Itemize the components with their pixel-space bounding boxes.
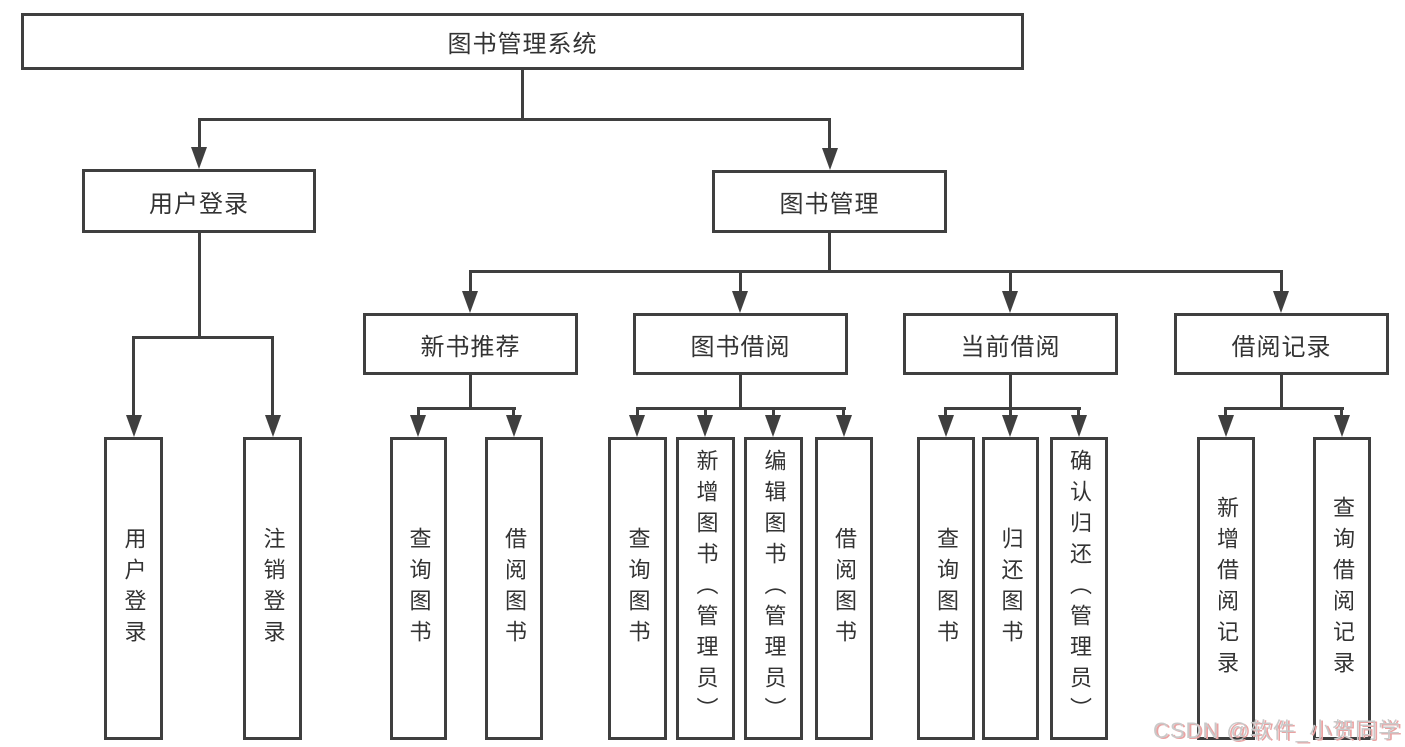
leaf-query-books-borrowing-label: 查询图书 — [625, 526, 651, 651]
leaf-return-books-label: 归还图书 — [998, 526, 1024, 651]
connector-line — [704, 407, 707, 420]
arrow-down-icon — [265, 415, 281, 437]
arrow-down-icon — [506, 415, 522, 437]
node-new-book-recommend-label: 新书推荐 — [420, 333, 521, 361]
connector-line — [198, 118, 831, 121]
connector-line — [1009, 407, 1012, 420]
connector-line — [417, 407, 420, 420]
connector-line — [469, 375, 472, 410]
connector-line — [944, 407, 947, 420]
connector-line — [1340, 407, 1343, 420]
leaf-return-books: 归还图书 — [982, 437, 1039, 740]
leaf-confirm-return-admin-label: 确认归还（管理员） — [1067, 449, 1092, 728]
leaf-borrow-books-recommend: 借阅图书 — [485, 437, 543, 740]
connector-line — [636, 407, 846, 410]
leaf-query-books-current-label: 查询图书 — [934, 526, 959, 651]
leaf-query-borrow-record-label: 查询借阅记录 — [1330, 495, 1355, 682]
connector-line — [271, 336, 274, 420]
connector-line — [828, 118, 831, 151]
arrow-down-icon — [1002, 291, 1018, 313]
leaf-add-borrow-record-label: 新增借阅记录 — [1214, 495, 1239, 682]
connector-line — [842, 407, 845, 420]
leaf-add-borrow-record: 新增借阅记录 — [1197, 437, 1255, 740]
connector-line — [198, 232, 201, 339]
node-borrowing-records: 借阅记录 — [1174, 313, 1389, 375]
leaf-query-books-borrowing: 查询图书 — [608, 437, 667, 740]
arrow-down-icon — [1218, 415, 1234, 437]
arrow-down-icon — [697, 415, 713, 437]
connector-line — [828, 233, 831, 273]
node-user-login-branch-label: 用户登录 — [149, 190, 249, 218]
connector-line — [1009, 270, 1012, 296]
leaf-edit-books-admin-label: 编辑图书（管理员） — [761, 449, 787, 728]
leaf-add-books-admin-label: 新增图书（管理员） — [693, 449, 719, 728]
arrow-down-icon — [732, 291, 748, 313]
arrow-down-icon — [191, 147, 207, 169]
connector-line — [132, 336, 274, 339]
node-book-borrowing-label: 图书借阅 — [690, 333, 791, 361]
connector-line — [772, 407, 775, 420]
arrow-down-icon — [410, 415, 426, 437]
leaf-edit-books-admin: 编辑图书（管理员） — [744, 437, 803, 740]
leaf-logout: 注销登录 — [243, 437, 302, 740]
connector-line — [1077, 407, 1080, 420]
leaf-add-books-admin: 新增图书（管理员） — [676, 437, 735, 740]
arrow-down-icon — [1273, 291, 1289, 313]
leaf-borrow-books-borrowing: 借阅图书 — [815, 437, 873, 740]
connector-line — [469, 270, 1283, 273]
connector-line — [198, 118, 201, 150]
node-book-management-label: 图书管理 — [779, 191, 880, 218]
connector-line — [739, 375, 742, 410]
watermark: CSDN @软件_小贺同学 — [1152, 718, 1401, 743]
arrow-down-icon — [1071, 415, 1087, 437]
arrow-down-icon — [629, 415, 645, 437]
connector-line — [944, 407, 1081, 410]
connector-line — [1224, 407, 1344, 410]
node-new-book-recommend: 新书推荐 — [363, 313, 578, 375]
node-user-login-branch: 用户登录 — [82, 169, 316, 233]
arrow-down-icon — [1002, 415, 1018, 437]
node-book-management: 图书管理 — [712, 170, 947, 233]
connector-line — [1280, 375, 1283, 410]
arrow-down-icon — [836, 415, 852, 437]
leaf-borrow-books-recommend-label: 借阅图书 — [502, 526, 527, 651]
leaf-borrow-books-borrowing-label: 借阅图书 — [832, 526, 857, 651]
connector-line — [636, 407, 639, 420]
node-book-borrowing: 图书借阅 — [633, 313, 848, 375]
node-root: 图书管理系统 — [21, 13, 1024, 70]
arrow-down-icon — [462, 291, 478, 313]
arrow-down-icon — [1334, 415, 1350, 437]
arrow-down-icon — [822, 148, 838, 170]
arrow-down-icon — [938, 415, 954, 437]
node-current-borrowing-label: 当前借阅 — [960, 333, 1061, 361]
connector-line — [739, 270, 742, 296]
connector-line — [1280, 270, 1283, 296]
arrow-down-icon — [765, 415, 781, 437]
leaf-user-login: 用户登录 — [104, 437, 163, 740]
connector-line — [1224, 407, 1227, 420]
connector-line — [521, 68, 524, 121]
connector-line — [132, 336, 135, 420]
node-root-label: 图书管理系统 — [447, 31, 598, 58]
leaf-query-books-recommend-label: 查询图书 — [406, 526, 432, 651]
node-borrowing-records-label: 借阅记录 — [1231, 333, 1332, 361]
node-current-borrowing: 当前借阅 — [903, 313, 1118, 375]
connector-line — [469, 270, 472, 296]
leaf-user-login-label: 用户登录 — [121, 526, 147, 651]
connector-line — [417, 407, 516, 410]
leaf-logout-label: 注销登录 — [260, 526, 286, 651]
leaf-query-books-recommend: 查询图书 — [390, 437, 447, 740]
connector-line — [512, 407, 515, 420]
leaf-confirm-return-admin: 确认归还（管理员） — [1050, 437, 1108, 740]
leaf-query-borrow-record: 查询借阅记录 — [1313, 437, 1371, 740]
arrow-down-icon — [126, 415, 142, 437]
connector-line — [1009, 375, 1012, 410]
leaf-query-books-current: 查询图书 — [917, 437, 975, 740]
